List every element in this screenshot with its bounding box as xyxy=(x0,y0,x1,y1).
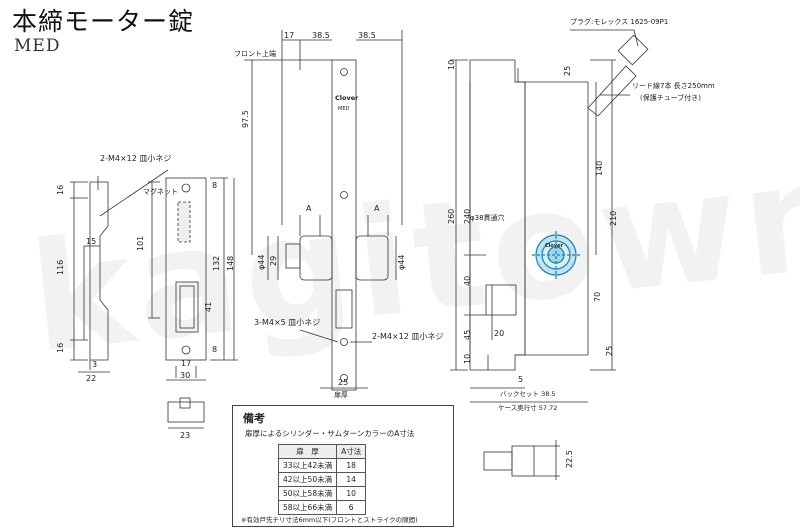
table-row: 33以上42未満 18 xyxy=(277,458,367,473)
hole-brand: Clover xyxy=(545,243,563,249)
table-cell: 18 xyxy=(336,458,367,473)
table-cell: 42以上50未満 xyxy=(277,472,338,487)
screw-mid-label: 3-M4×5 皿小ネジ xyxy=(254,318,320,327)
dim-41: 41 xyxy=(204,302,213,312)
dim-16a: 16 xyxy=(56,185,65,195)
dim-16b: 16 xyxy=(56,343,65,353)
dim-8b: 8 xyxy=(212,345,217,354)
dim-t385a: 38.5 xyxy=(312,31,330,40)
table-header: 扉 厚 xyxy=(277,444,338,459)
strike-bottom-part xyxy=(167,397,205,429)
dim-r10a: 10 xyxy=(447,60,456,70)
dim-17: 17 xyxy=(181,359,191,368)
table-cell: 50以上58未満 xyxy=(277,486,338,501)
dim-975: 97.5 xyxy=(241,110,250,128)
table-row: 58以上66未満 6 xyxy=(277,500,367,515)
case-depth-label: ケース奥行寸 57.72 xyxy=(498,403,557,412)
hole-label: φ38貫通穴 xyxy=(470,213,505,222)
dim-r210: 210 xyxy=(609,211,618,226)
dim-23: 23 xyxy=(180,431,190,440)
dim-r10b: 10 xyxy=(463,354,472,364)
dim-25: 25 xyxy=(338,378,348,387)
dim-30: 30 xyxy=(180,371,190,380)
dim-r25b: 25 xyxy=(605,346,614,356)
front-edge-label: フロント上端 xyxy=(234,49,276,58)
lead-tube-label: (保護チューブ付き) xyxy=(640,93,701,102)
table-cell: 10 xyxy=(336,486,367,501)
table-header-row: 扉 厚 A寸法 xyxy=(277,444,367,459)
dim-phi44b: φ44 xyxy=(397,255,406,270)
a-right-label: A xyxy=(374,204,380,213)
dim-r5: 5 xyxy=(518,375,523,384)
screw-top-label: 2-M4×12 皿小ネジ xyxy=(100,154,171,163)
dim-r140: 140 xyxy=(595,161,604,176)
dim-116: 116 xyxy=(56,260,65,275)
table-cell: 58以上66未満 xyxy=(277,500,338,515)
dim-t17: 17 xyxy=(284,31,294,40)
table-row: 42以上50未満 14 xyxy=(277,472,367,487)
backset-label: バックセット 38.5 xyxy=(500,390,556,398)
notes-caption: 扉厚によるシリンダー・サムターンカラーのA寸法 xyxy=(245,429,415,438)
table-row: 50以上58未満 10 xyxy=(277,486,367,501)
dim-101: 101 xyxy=(136,236,145,251)
table-cell: 14 xyxy=(336,472,367,487)
brand-logo: Clover xyxy=(335,94,359,102)
magnet-label: マグネット xyxy=(143,187,178,196)
lead-wire-label: リード線7本 長さ250mm xyxy=(632,81,715,90)
dim-r45: 45 xyxy=(463,330,472,340)
notes-box: 備考 扉厚によるシリンダー・サムターンカラーのA寸法 扉 厚 A寸法 33以上4… xyxy=(232,405,454,527)
cylinder-hole xyxy=(532,231,580,279)
strike-side-view xyxy=(70,176,110,373)
lock-bottom-part xyxy=(483,440,560,480)
notes-title: 備考 xyxy=(243,412,265,425)
table-cell: 6 xyxy=(336,500,367,515)
page-title: 本締モーター錠 xyxy=(12,7,195,36)
dim-r40: 40 xyxy=(463,276,472,286)
dim-22: 22 xyxy=(86,374,96,383)
dim-29: 29 xyxy=(269,256,278,266)
a-dimension-table: 扉 厚 A寸法 33以上42未満 18 42以上50未満 14 50以上58未満… xyxy=(277,444,367,515)
strike-front-view xyxy=(99,169,238,381)
door-thickness-label: 扉厚 xyxy=(334,390,348,399)
lock-front-plate xyxy=(244,30,403,391)
dim-15: 15 xyxy=(86,237,96,246)
dim-phi44a: φ44 xyxy=(257,255,266,270)
dim-r25a: 25 xyxy=(563,66,572,76)
table-header: A寸法 xyxy=(336,444,367,459)
a-left-label: A xyxy=(306,204,312,213)
dim-r225: 22.5 xyxy=(565,450,574,468)
brand-sub: MED xyxy=(338,106,349,112)
table-cell: 33以上42未満 xyxy=(277,458,338,473)
dim-r240: 240 xyxy=(463,209,472,224)
model-name: MED xyxy=(14,36,61,56)
plug-label: プラグ:モレックス 1625-09P1 xyxy=(570,17,668,26)
dim-8a: 8 xyxy=(212,181,217,190)
dim-r20: 20 xyxy=(494,329,504,338)
dim-132: 132 xyxy=(212,256,221,271)
notes-footnote: ※有効戸先チリ寸法6mm以下(フロントとストライクの隙間) xyxy=(241,516,418,524)
dim-r260: 260 xyxy=(447,209,456,224)
screw-bottom-label: 2-M4×12 皿小ネジ xyxy=(372,332,443,341)
dim-r70: 70 xyxy=(593,292,602,302)
dim-3: 3 xyxy=(92,360,97,369)
dim-148: 148 xyxy=(226,256,235,271)
dim-t385b: 38.5 xyxy=(358,31,376,40)
lock-body xyxy=(450,29,649,403)
